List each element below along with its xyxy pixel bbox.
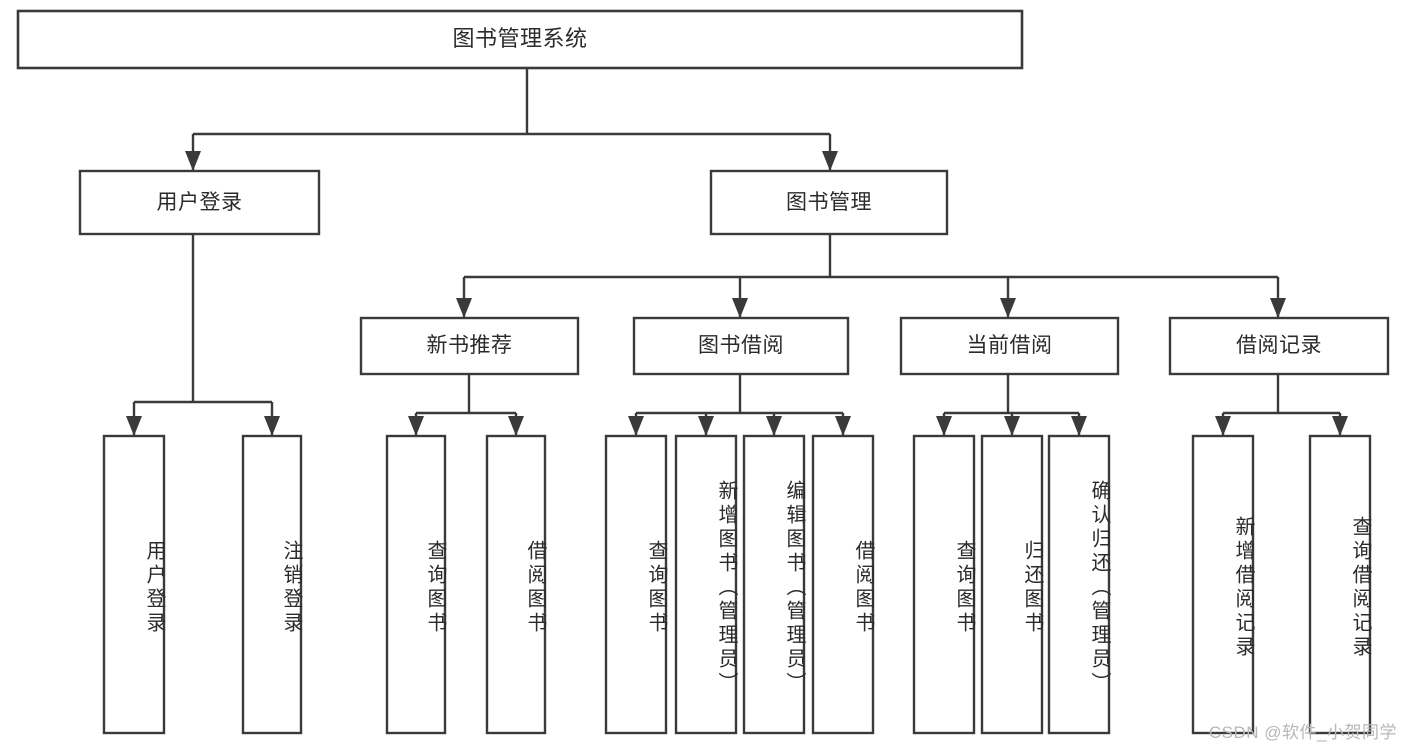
arrow-head-icon [698, 416, 714, 436]
boxes-layer [16, 9, 1390, 735]
node-box-新书推荐[interactable] [359, 316, 580, 376]
node-box-图书管理[interactable] [709, 169, 949, 236]
node-box-图书借阅[interactable] [632, 316, 850, 376]
arrow-head-icon [1270, 298, 1286, 318]
node-box-新增图书管理员[interactable] [674, 434, 738, 735]
arrow-head-icon [1332, 416, 1348, 436]
node-box-确认归还管理员[interactable] [1047, 434, 1111, 735]
arrow-head-icon [126, 416, 142, 436]
node-box-用户登录[interactable] [102, 434, 166, 735]
node-box-查询借阅记录[interactable] [1308, 434, 1372, 735]
node-box-借阅图书[interactable] [811, 434, 875, 735]
edges-layer [126, 68, 1348, 436]
arrow-head-icon [835, 416, 851, 436]
node-box-图书管理系统[interactable] [16, 9, 1024, 70]
arrow-head-icon [628, 416, 644, 436]
watermark-text: CSDN @软件_小贺同学 [1208, 723, 1397, 742]
node-box-查询图书[interactable] [604, 434, 668, 735]
node-box-用户登录[interactable] [78, 169, 321, 236]
arrow-head-icon [185, 151, 201, 171]
node-box-注销登录[interactable] [241, 434, 303, 735]
node-box-查询图书[interactable] [385, 434, 447, 735]
arrow-head-icon [732, 298, 748, 318]
arrow-head-icon [408, 416, 424, 436]
arrow-head-icon [1000, 298, 1016, 318]
arrow-head-icon [936, 416, 952, 436]
node-box-新增借阅记录[interactable] [1191, 434, 1255, 735]
arrow-head-icon [1215, 416, 1231, 436]
node-box-当前借阅[interactable] [899, 316, 1120, 376]
node-box-借阅记录[interactable] [1168, 316, 1390, 376]
node-box-查询图书[interactable] [912, 434, 976, 735]
arrow-head-icon [822, 151, 838, 171]
node-box-借阅图书[interactable] [485, 434, 547, 735]
arrow-head-icon [1071, 416, 1087, 436]
arrow-head-icon [508, 416, 524, 436]
arrow-head-icon [1004, 416, 1020, 436]
arrow-head-icon [456, 298, 472, 318]
node-box-归还图书[interactable] [980, 434, 1044, 735]
arrow-head-icon [766, 416, 782, 436]
arrow-head-icon [264, 416, 280, 436]
node-box-编辑图书管理员[interactable] [742, 434, 806, 735]
